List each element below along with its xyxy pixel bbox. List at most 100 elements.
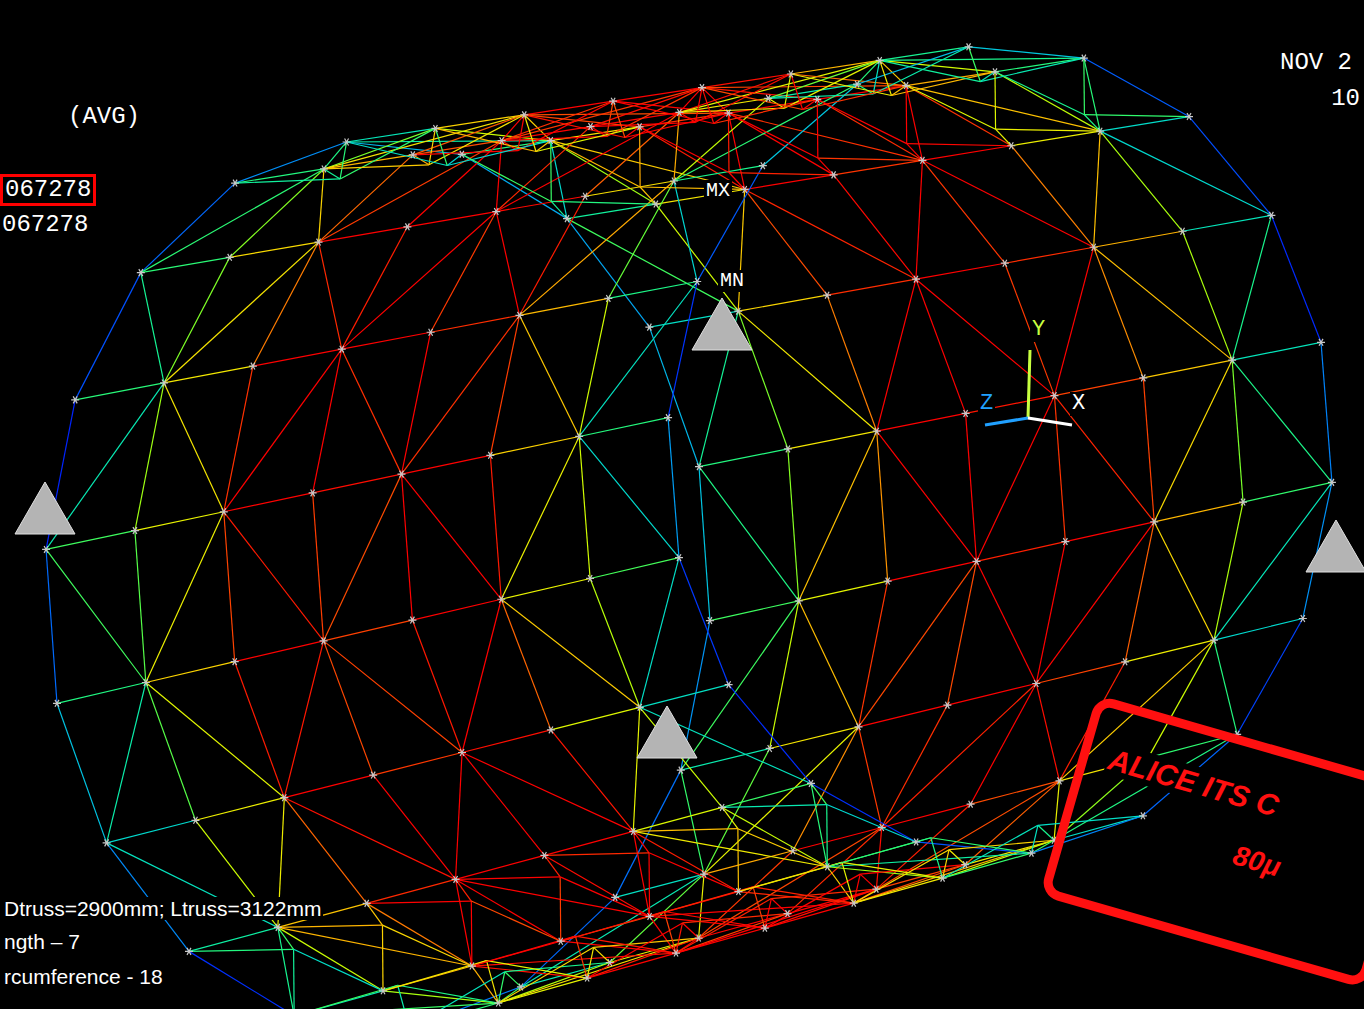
node-marker bbox=[1001, 260, 1009, 267]
node-marker bbox=[142, 679, 150, 686]
node-marker bbox=[853, 81, 861, 88]
x-axis bbox=[1028, 418, 1072, 425]
truss-member bbox=[891, 72, 995, 96]
truss-member bbox=[818, 158, 923, 160]
truss-member bbox=[524, 115, 625, 138]
truss-member bbox=[738, 829, 827, 867]
truss-member bbox=[969, 47, 981, 82]
axis-label: Z bbox=[978, 392, 995, 416]
truss-member bbox=[799, 601, 859, 727]
truss-member bbox=[639, 127, 641, 187]
truss-member bbox=[367, 879, 456, 903]
truss-member bbox=[696, 88, 702, 123]
truss-member bbox=[882, 683, 1037, 827]
truss-member bbox=[745, 175, 834, 190]
node-marker bbox=[468, 963, 476, 970]
truss-member bbox=[1054, 247, 1093, 395]
truss-member bbox=[1038, 816, 1143, 826]
legend-heading: (AVG) bbox=[66, 104, 142, 130]
support-symbol bbox=[637, 706, 697, 758]
truss-member bbox=[342, 227, 408, 349]
truss-member bbox=[567, 204, 656, 219]
truss-member bbox=[656, 204, 738, 311]
truss-member bbox=[575, 936, 587, 978]
truss-member bbox=[1214, 618, 1303, 640]
node-marker bbox=[902, 82, 910, 89]
truss-member bbox=[591, 88, 702, 127]
truss-member bbox=[668, 418, 679, 558]
node-marker bbox=[431, 125, 439, 132]
node-marker bbox=[652, 201, 660, 208]
truss-member bbox=[462, 752, 544, 855]
truss-member bbox=[340, 142, 346, 179]
node-marker bbox=[725, 681, 733, 688]
node-marker bbox=[759, 162, 767, 169]
truss-member bbox=[1031, 825, 1037, 853]
truss-member bbox=[46, 549, 146, 682]
truss-member bbox=[648, 853, 650, 917]
truss-member bbox=[768, 60, 879, 98]
truss-member bbox=[640, 187, 656, 204]
truss-member bbox=[859, 705, 948, 727]
truss-member bbox=[859, 581, 888, 727]
truss-member bbox=[906, 86, 908, 144]
node-marker bbox=[1239, 499, 1247, 506]
truss-member bbox=[877, 431, 888, 581]
node-marker bbox=[452, 876, 460, 883]
node-marker bbox=[1007, 142, 1015, 149]
node-marker bbox=[912, 838, 920, 845]
truss-member bbox=[347, 142, 448, 165]
truss-member bbox=[947, 561, 976, 705]
max-marker: MX bbox=[704, 180, 732, 202]
truss-member bbox=[977, 561, 1037, 683]
truss-member bbox=[407, 212, 496, 227]
truss-member bbox=[324, 474, 402, 641]
truss-member bbox=[971, 683, 1037, 804]
node-marker bbox=[280, 794, 288, 801]
truss-member bbox=[224, 366, 253, 512]
truss-member bbox=[189, 927, 278, 951]
truss-member bbox=[625, 113, 729, 137]
truss-member bbox=[590, 558, 679, 579]
truss-member bbox=[324, 165, 429, 169]
node-marker bbox=[943, 702, 951, 709]
truss-member bbox=[699, 467, 710, 621]
truss-member bbox=[224, 349, 342, 512]
truss-member bbox=[579, 436, 679, 557]
node-marker bbox=[486, 452, 494, 459]
truss-member bbox=[922, 160, 1093, 247]
truss-member bbox=[922, 160, 1004, 263]
node-marker bbox=[672, 950, 680, 957]
support-symbol bbox=[1306, 520, 1364, 572]
truss-member bbox=[435, 128, 447, 165]
truss-member bbox=[1154, 522, 1214, 640]
node-marker bbox=[724, 110, 732, 117]
node-marker bbox=[783, 910, 791, 917]
truss-member bbox=[293, 949, 295, 1009]
truss-member bbox=[502, 101, 613, 141]
truss-member bbox=[916, 279, 1054, 395]
truss-member bbox=[1125, 522, 1154, 662]
truss-member bbox=[342, 212, 497, 350]
truss-member bbox=[107, 682, 146, 842]
truss-member bbox=[738, 862, 842, 891]
truss-member bbox=[401, 455, 490, 474]
node-marker bbox=[231, 658, 239, 665]
truss-member bbox=[1100, 131, 1271, 215]
node-marker bbox=[540, 852, 548, 859]
truss-member bbox=[550, 141, 552, 202]
truss-member bbox=[551, 141, 640, 187]
truss-member bbox=[567, 219, 649, 327]
node-marker bbox=[965, 43, 973, 50]
truss-member bbox=[398, 985, 410, 1009]
node-marker bbox=[876, 57, 884, 64]
node-marker bbox=[1027, 850, 1035, 857]
truss-member bbox=[1036, 662, 1125, 684]
node-marker bbox=[309, 489, 317, 496]
truss-member bbox=[456, 752, 462, 879]
node-marker bbox=[795, 597, 803, 604]
truss-member bbox=[1183, 215, 1272, 231]
truss-member bbox=[382, 925, 384, 991]
